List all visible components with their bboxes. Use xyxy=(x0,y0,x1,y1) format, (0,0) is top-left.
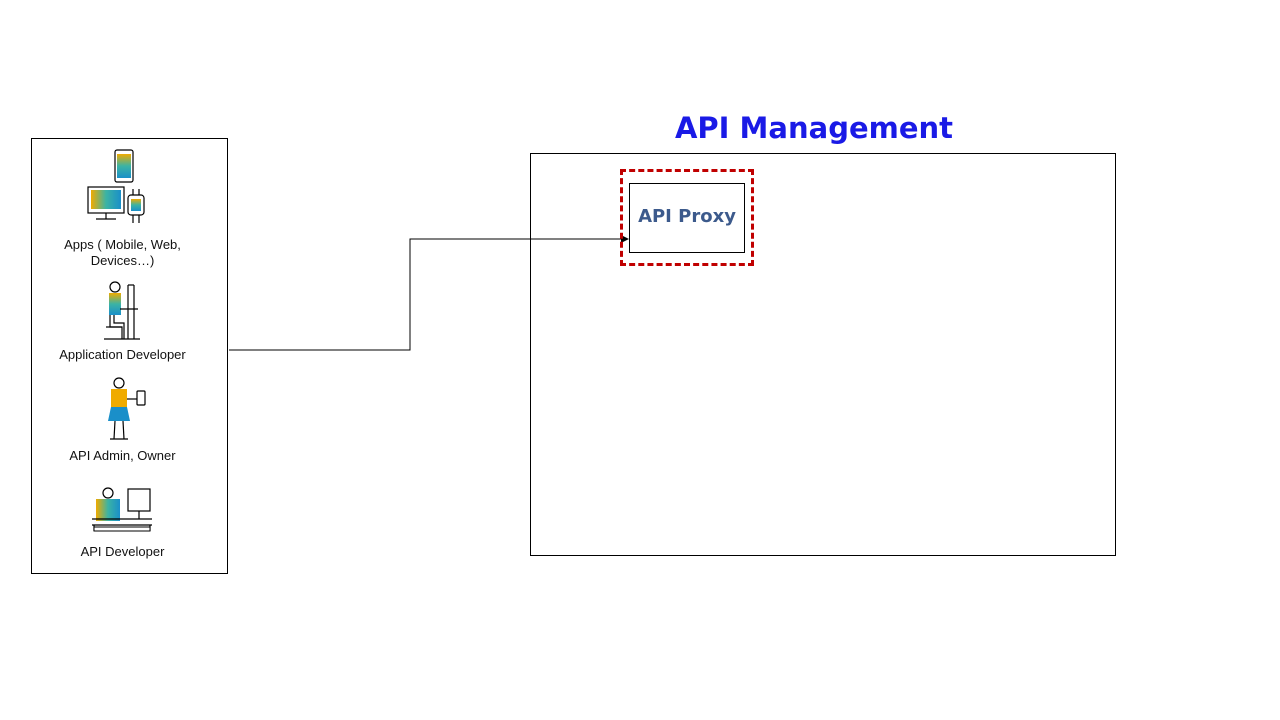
api-developer-desk-icon xyxy=(92,487,152,532)
actors-panel: Apps ( Mobile, Web, Devices…) Applicatio… xyxy=(31,138,228,574)
devices-icon xyxy=(87,149,145,223)
api-proxy-label: API Proxy xyxy=(638,206,736,227)
actor-apps-label: Apps ( Mobile, Web, Devices…) xyxy=(32,237,213,269)
connector-line xyxy=(229,238,622,351)
actor-api-developer-label: API Developer xyxy=(80,544,165,559)
api-proxy-highlight xyxy=(620,169,754,266)
admin-person-icon xyxy=(108,377,146,440)
arrow-head xyxy=(621,235,629,243)
actor-apps-label-line2: Devices…) xyxy=(90,253,155,268)
api-proxy-box: API Proxy xyxy=(629,183,745,253)
actor-application-developer-label: Application Developer xyxy=(59,347,186,362)
developer-desk-icon xyxy=(104,281,140,340)
actor-apps-label-line1: Apps ( Mobile, Web, xyxy=(64,237,181,252)
api-management-title: API Management xyxy=(674,111,954,145)
actor-api-admin-label: API Admin, Owner xyxy=(69,448,176,463)
api-management-box xyxy=(530,153,1116,556)
